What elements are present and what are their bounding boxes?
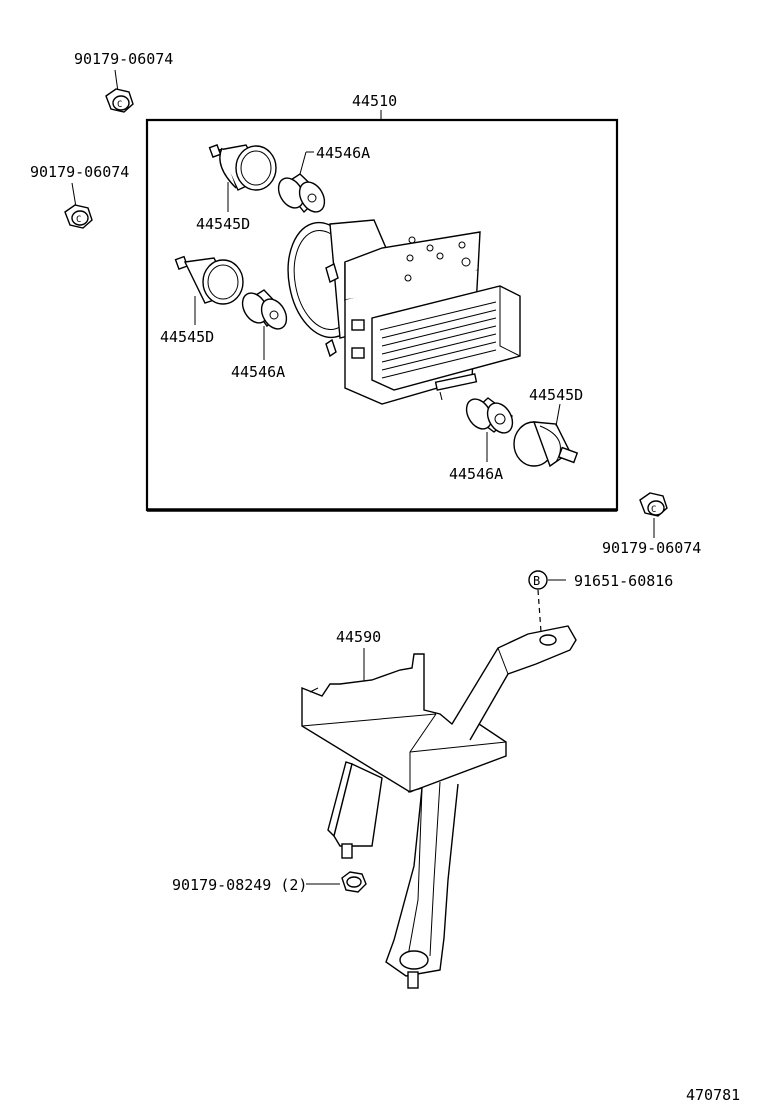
svg-text:C: C	[117, 100, 122, 110]
label-diagram-id: 470781	[686, 1086, 740, 1104]
label-cushion-d-top: 44545D	[196, 215, 250, 233]
svg-text:C: C	[76, 215, 81, 225]
label-cushion-a-top: 44546A	[316, 144, 370, 162]
svg-text:C: C	[651, 505, 656, 515]
bracket-icon	[301, 625, 577, 989]
cushion-icon	[277, 151, 326, 214]
label-cushion-a-bottom: 44546A	[449, 465, 503, 483]
cushion-icon	[208, 144, 277, 212]
label-bolt-right: 90179-06074	[602, 539, 701, 557]
label-cushion-a-mid: 44546A	[231, 363, 285, 381]
callout-circle-icon: B	[528, 570, 566, 633]
label-cushion-d-right: 44545D	[529, 386, 583, 404]
label-ref-bolt: 91651-60816	[574, 572, 673, 590]
cushion-icon	[241, 289, 288, 360]
bolt-icon: C	[639, 492, 668, 538]
cushion-icon	[513, 403, 579, 468]
bolt-icon: C	[64, 182, 93, 229]
label-bolt-top-left: 90179-06074	[74, 50, 173, 68]
svg-text:B: B	[533, 574, 540, 588]
cushion-icon	[174, 255, 244, 325]
label-nut: 90179-08249 (2)	[172, 876, 307, 894]
label-cushion-d-mid: 44545D	[160, 328, 214, 346]
actuator-icon	[287, 219, 521, 405]
nut-icon	[306, 871, 367, 893]
bolt-icon: C	[105, 69, 134, 113]
label-bolt-mid-left: 90179-06074	[30, 163, 129, 181]
label-bracket: 44590	[336, 628, 381, 646]
label-actuator-assy: 44510	[352, 92, 397, 110]
cushion-icon	[465, 397, 514, 462]
